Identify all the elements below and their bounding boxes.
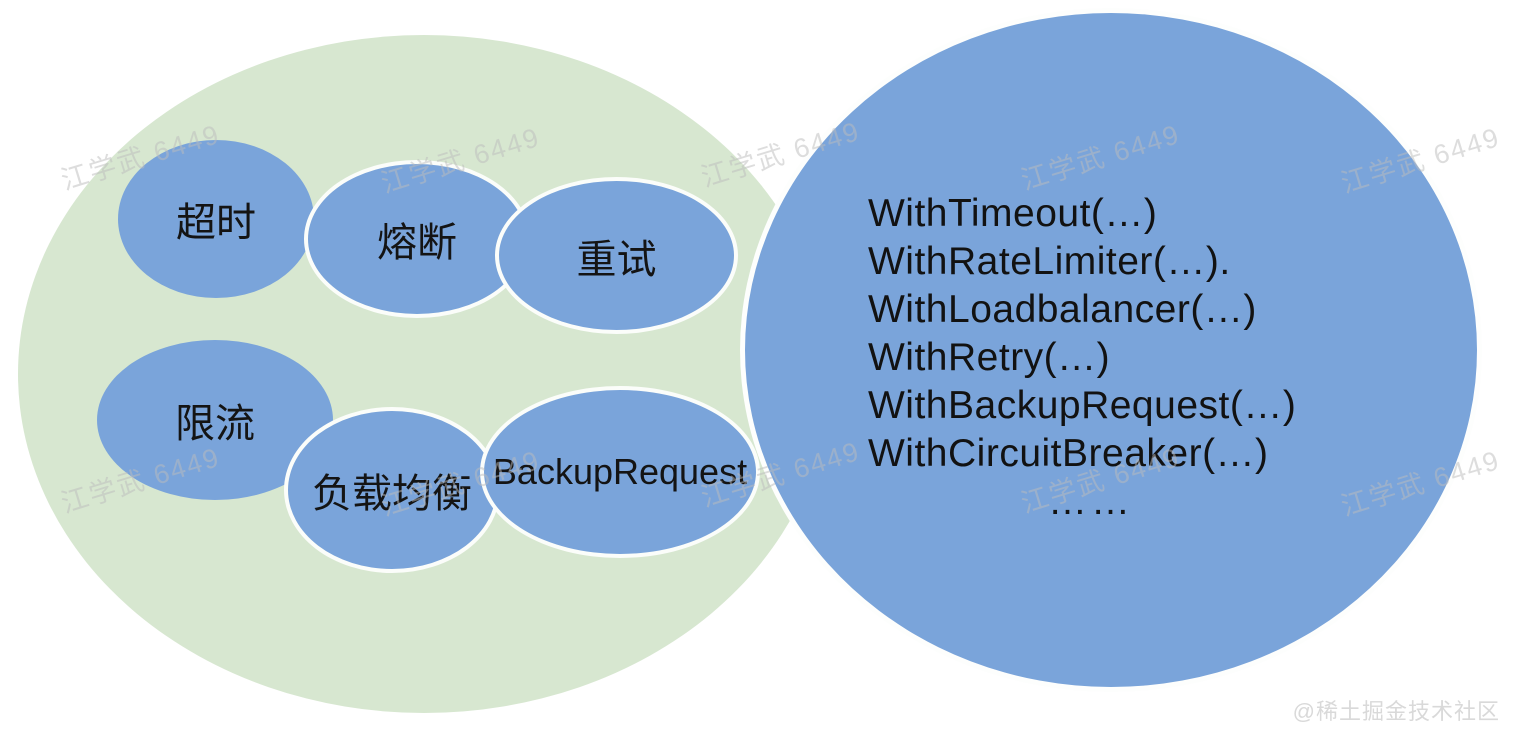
option-line-with-ratelimiter: WithRateLimiter(…). [868, 240, 1231, 283]
node-rate-limit-label: 限流 [175, 402, 255, 446]
node-backup-request-label: BackupRequest [492, 451, 748, 492]
blue-options-ellipse [740, 8, 1482, 692]
community-credit: @稀土掘金技术社区 [1292, 699, 1500, 724]
node-circuit-breaker: 熔断 [304, 160, 530, 318]
node-timeout-label: 超时 [176, 201, 256, 245]
node-backup-request: BackupRequest [480, 386, 760, 558]
node-timeout: 超时 [118, 140, 314, 298]
option-line-with-timeout: WithTimeout(…) [868, 192, 1158, 235]
node-retry-label: 重试 [576, 237, 657, 282]
option-line-with-loadbalancer: WithLoadbalancer(…) [868, 288, 1257, 331]
option-line-with-circuitbreaker: WithCircuitBreaker(…) [868, 432, 1269, 475]
node-load-balance-label: 负载均衡 [312, 472, 472, 516]
option-line-ellipsis: …… [1048, 480, 1134, 523]
option-line-with-retry: WithRetry(…) [868, 336, 1111, 379]
option-line-with-backuprequest: WithBackupRequest(…) [868, 384, 1297, 427]
node-circuit-breaker-label: 熔断 [377, 221, 457, 265]
node-retry: 重试 [495, 177, 738, 334]
node-load-balance: 负载均衡 [284, 407, 500, 573]
option-functions-list: WithTimeout(…) WithRateLimiter(…). WithL… [868, 190, 1314, 526]
